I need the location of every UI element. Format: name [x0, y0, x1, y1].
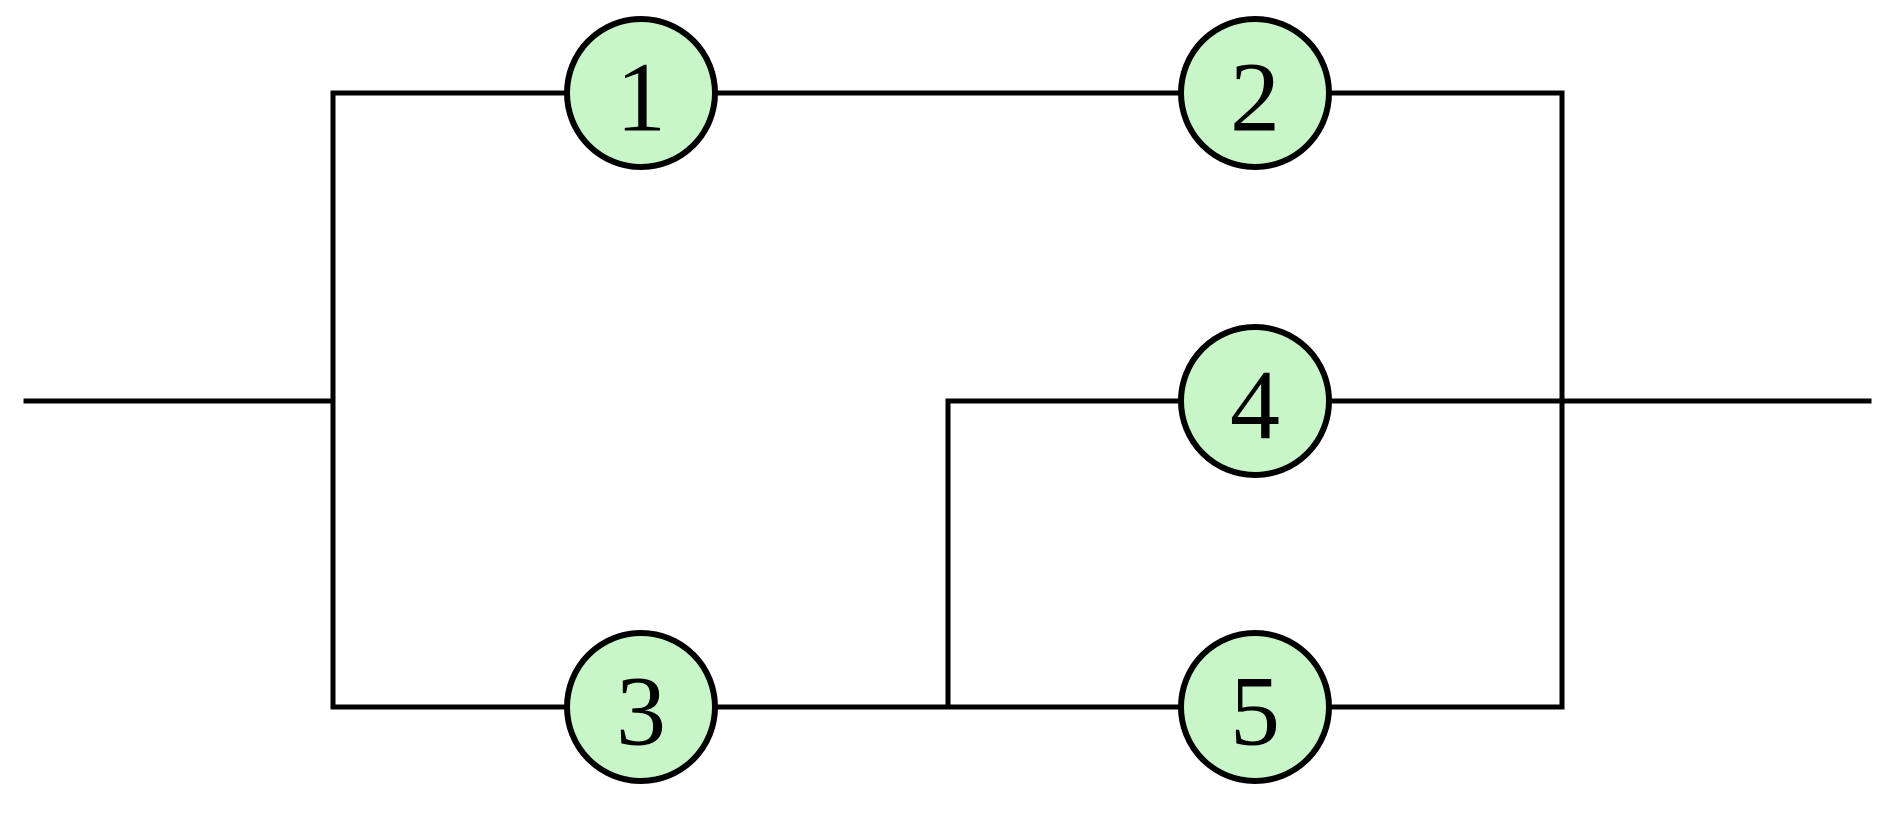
- node-label-5: 5: [1230, 656, 1280, 767]
- node-circle-2: [1178, 16, 1332, 170]
- node-label-3: 3: [616, 656, 666, 767]
- component-node-1: 1: [564, 16, 718, 170]
- component-node-5: 5: [1178, 630, 1332, 784]
- node-label-4: 4: [1230, 350, 1280, 461]
- component-node-3: 3: [564, 630, 718, 784]
- node-label-1: 1: [616, 42, 666, 153]
- node-label-2: 2: [1230, 42, 1280, 153]
- component-node-2: 2: [1178, 16, 1332, 170]
- component-node-4: 4: [1178, 324, 1332, 478]
- node-circle-1: [564, 16, 718, 170]
- node-circle-4: [1178, 324, 1332, 478]
- node-circle-5: [1178, 630, 1332, 784]
- node-circle-3: [564, 630, 718, 784]
